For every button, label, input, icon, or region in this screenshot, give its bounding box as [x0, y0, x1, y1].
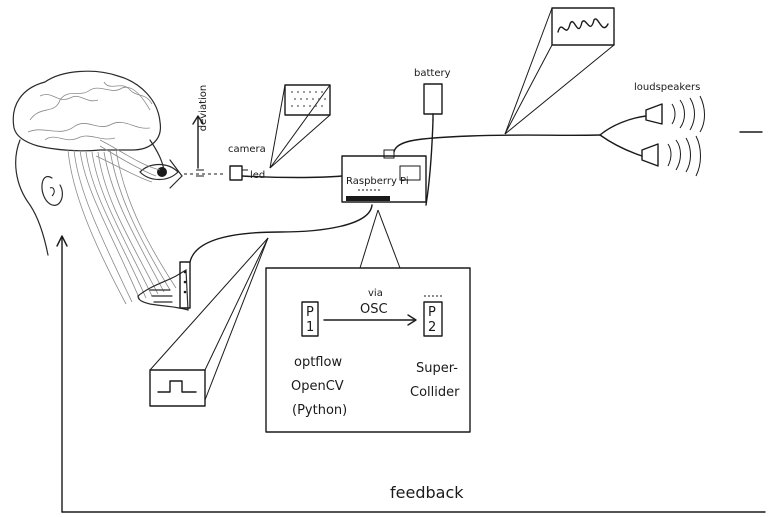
- camera-led: camera led: [228, 144, 342, 181]
- loudspeakers: loudspeakers: [634, 82, 762, 176]
- trigger-signal-box: [150, 238, 268, 406]
- osc-label: OSC: [360, 302, 388, 317]
- process-1-number: 1: [306, 320, 314, 335]
- camera-view-box: [270, 85, 330, 168]
- supercollider-line2: Collider: [410, 385, 460, 400]
- python-label: (Python): [292, 403, 347, 418]
- raspberry-pi-label: Raspberry Pi: [346, 176, 409, 187]
- loudspeakers-label: loudspeakers: [634, 82, 700, 93]
- led-label: led: [250, 170, 265, 181]
- via-label: via: [368, 288, 383, 299]
- opencv-label: OpenCV: [291, 379, 344, 394]
- raspberry-pi: Raspberry Pi: [342, 150, 426, 202]
- supercollider-line1: Super-: [416, 361, 458, 376]
- process-1-letter: P: [306, 305, 314, 320]
- hand-sensor: [138, 205, 372, 310]
- deviation-label: deviation: [198, 85, 209, 131]
- battery-label: battery: [414, 68, 451, 79]
- process-2-number: 2: [428, 320, 436, 335]
- head-sketch: [13, 71, 226, 304]
- process-2-letter: P: [428, 305, 436, 320]
- optflow-label: optflow: [294, 355, 342, 370]
- feedback-loop: feedback: [57, 236, 765, 512]
- software-panel: P 1 P 2 via OSC optflow OpenCV (Python) …: [266, 210, 470, 432]
- camera-label: camera: [228, 144, 266, 155]
- feedback-label: feedback: [390, 483, 464, 502]
- deviation-indicator: deviation: [193, 85, 209, 176]
- battery: battery: [414, 68, 451, 205]
- audio-waveform-box: [505, 8, 614, 134]
